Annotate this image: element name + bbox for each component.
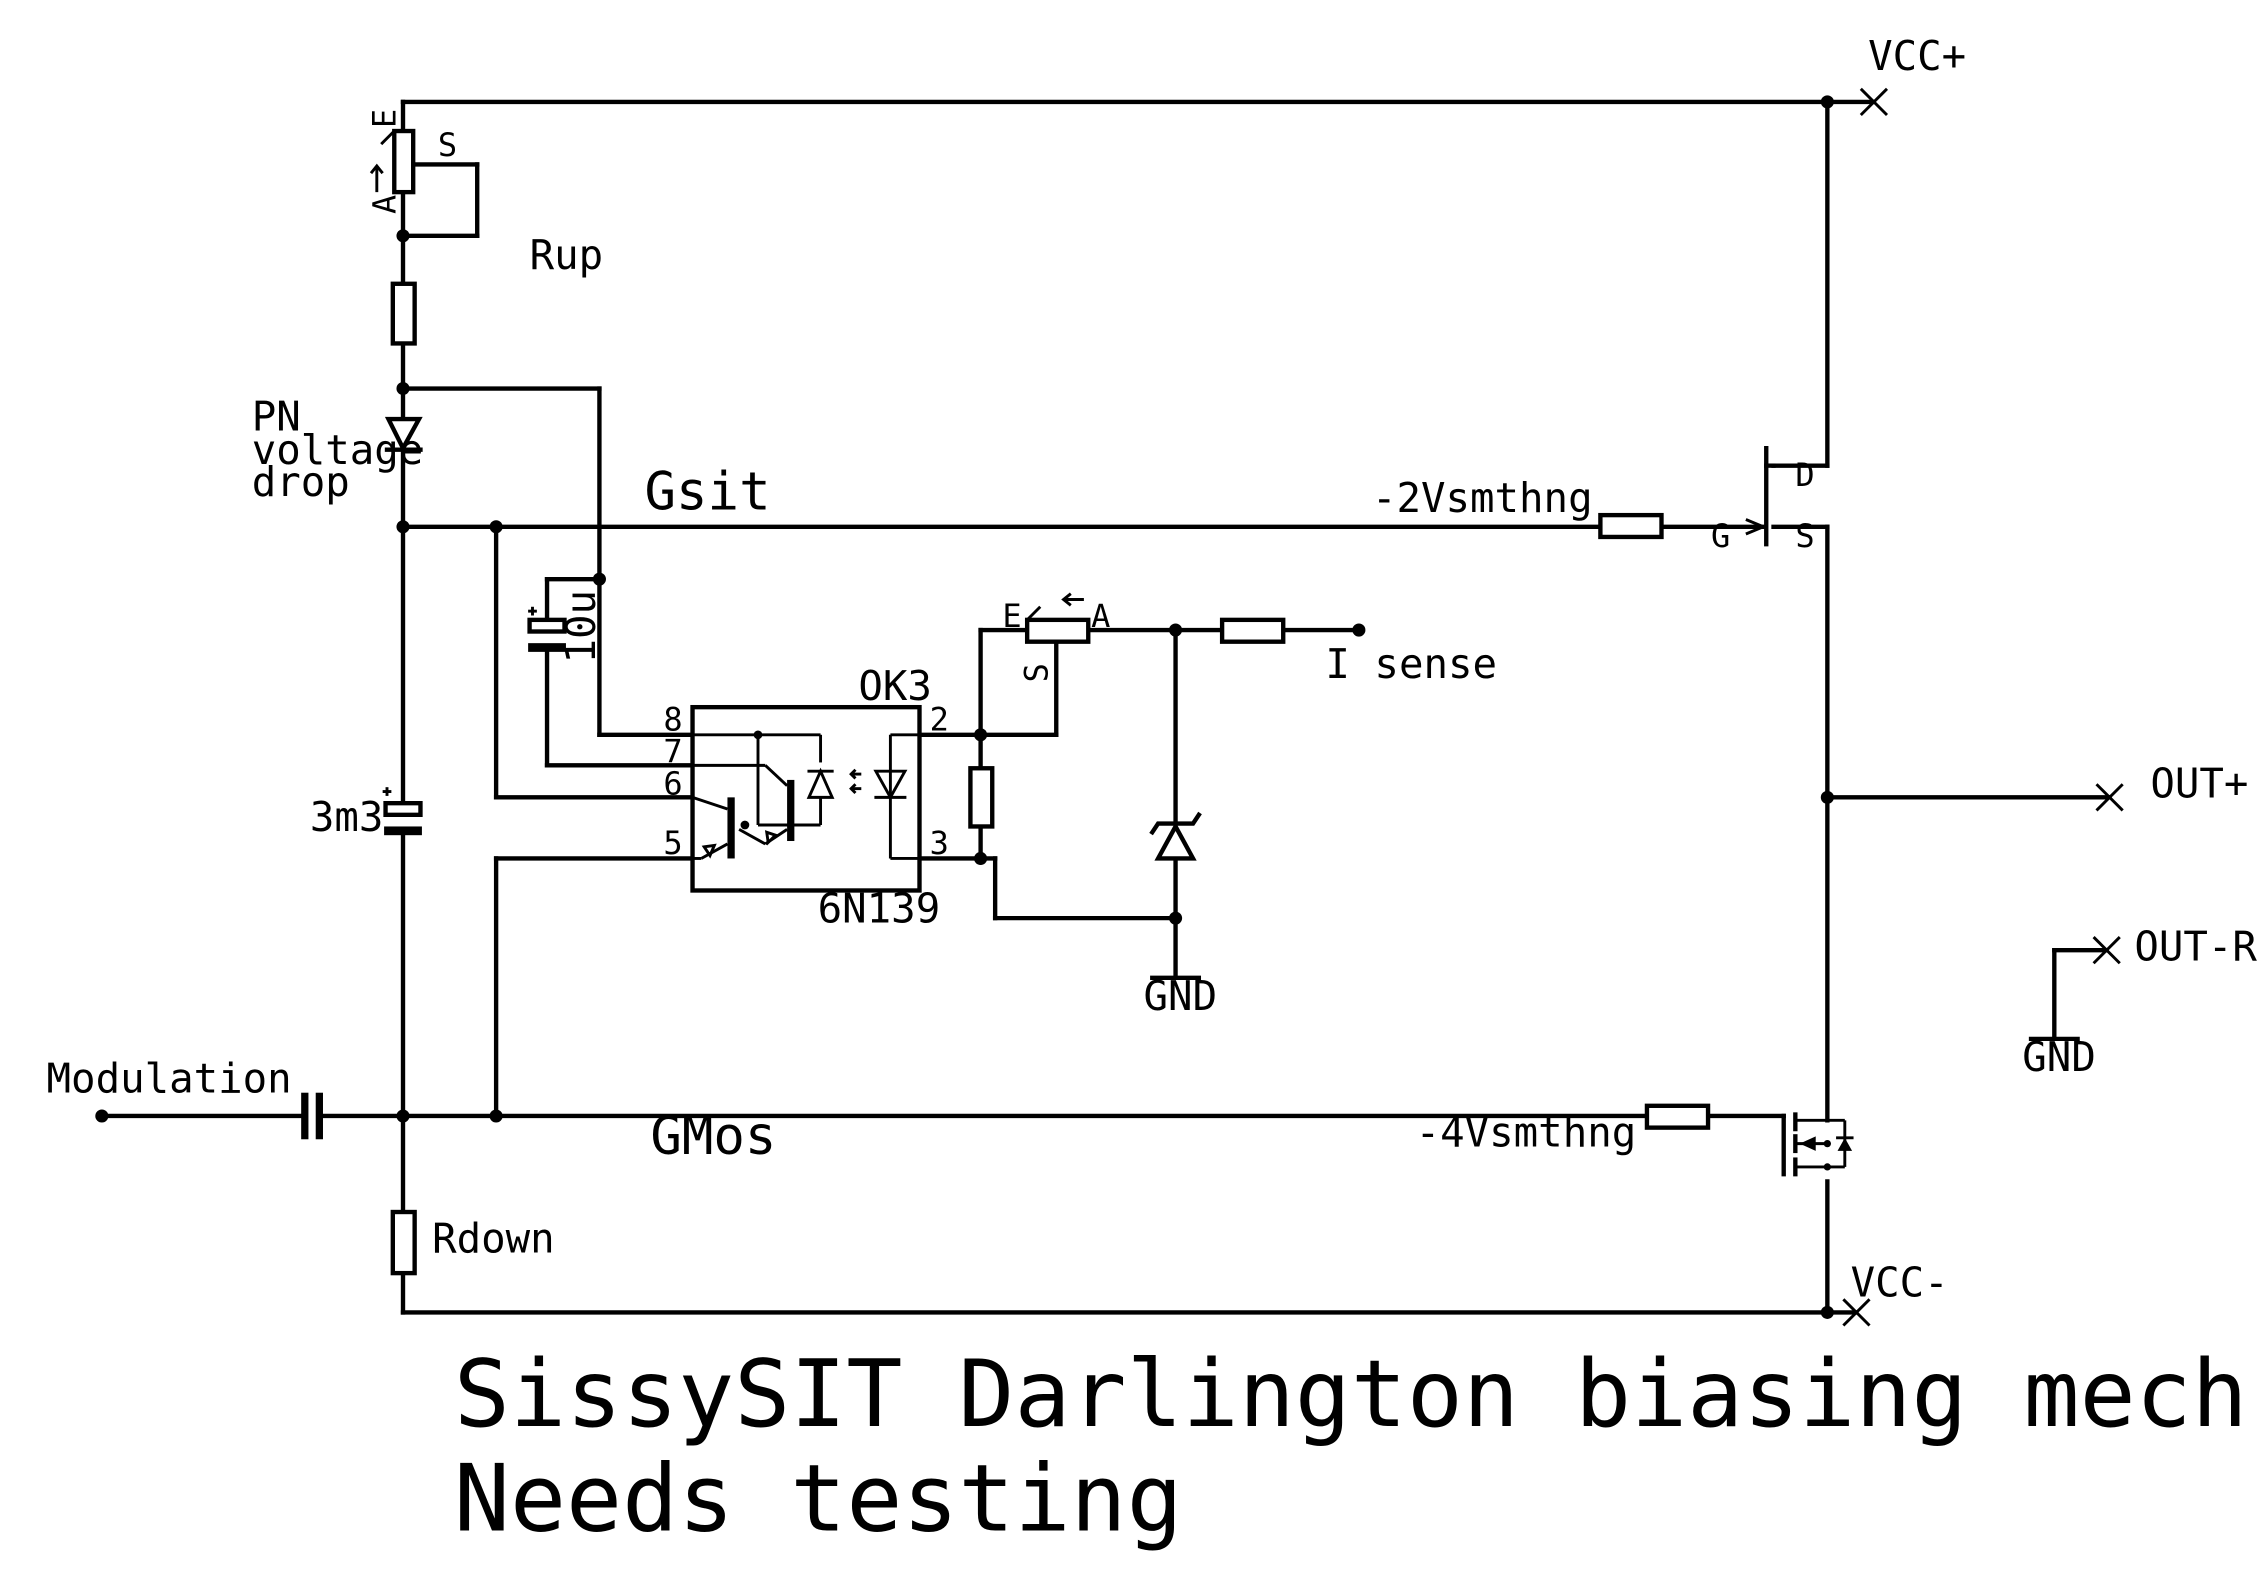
pot1-a-label: A bbox=[366, 195, 404, 214]
wires bbox=[99, 99, 2112, 1315]
sit-d-label: D bbox=[1795, 456, 1814, 494]
pin5-label: 5 bbox=[663, 824, 682, 862]
led-resistor bbox=[968, 766, 995, 829]
pin7-label: 7 bbox=[663, 732, 682, 770]
out-r-label: OUT-R bbox=[2134, 922, 2257, 970]
gsit-net-label: Gsit bbox=[645, 461, 771, 522]
cap-10u bbox=[527, 606, 567, 652]
title-block: SissySIT Darlington biasing mech. Needs … bbox=[454, 1340, 2258, 1553]
pn-label-line1: PN bbox=[252, 393, 301, 441]
sit-s-label: S bbox=[1795, 517, 1814, 555]
terminal-crosses bbox=[1825, 87, 2124, 1327]
pot2-a-label: A bbox=[1091, 597, 1110, 635]
pin3-label: 3 bbox=[930, 824, 949, 862]
pot2-s-label: S bbox=[1018, 663, 1056, 682]
pn-label-line3: drop bbox=[252, 458, 350, 506]
sit-g-label: G bbox=[1711, 517, 1730, 555]
pin2-label: 2 bbox=[930, 700, 949, 738]
out-plus-label: OUT+ bbox=[2150, 759, 2248, 807]
mosfet-transistor bbox=[1781, 1112, 1854, 1177]
resistors bbox=[390, 281, 1711, 1276]
out-r-terminal bbox=[2092, 936, 2121, 965]
gmos-gate-resistor bbox=[1644, 1103, 1711, 1130]
gsit-gate-resistor bbox=[1598, 512, 1664, 540]
rdown-resistor bbox=[390, 1209, 417, 1276]
ground-symbols bbox=[1150, 975, 2080, 1042]
title-line-1: SissySIT Darlington biasing mech. bbox=[454, 1340, 2258, 1448]
rdown-label: Rdown bbox=[432, 1215, 555, 1263]
sit-transistor bbox=[1745, 446, 1776, 547]
rup-resistor bbox=[390, 281, 417, 346]
gnd-right-label: GND bbox=[2022, 1033, 2096, 1081]
cap-10u-label: 10u bbox=[557, 590, 605, 664]
vcc-minus-label: VCC- bbox=[1851, 1258, 1949, 1306]
pn-diode bbox=[384, 416, 423, 453]
labels: VCC+ VCC- OUT+ OUT-R GND GND Rup Rdown P… bbox=[47, 32, 2258, 1306]
out-plus-terminal bbox=[2095, 783, 2124, 812]
vcc-plus-terminal bbox=[1825, 87, 1889, 117]
cap-3m3-label: 3m3 bbox=[310, 793, 384, 841]
gmos-net-label: GMos bbox=[650, 1106, 776, 1167]
isense-potentiometer bbox=[1024, 592, 1091, 644]
modulation-cap bbox=[301, 1092, 323, 1140]
cap-3m3 bbox=[382, 787, 423, 836]
vcc-minus-terminal bbox=[1825, 1298, 1871, 1327]
pin6-label: 6 bbox=[663, 764, 682, 802]
i-sense-label: I sense bbox=[1325, 640, 1497, 688]
v-neg2-label: -2Vsmthng bbox=[1372, 474, 1593, 522]
ok3-label: OK3 bbox=[858, 662, 932, 710]
pot1-e-label: E bbox=[366, 109, 404, 128]
title-line-2: Needs testing bbox=[454, 1445, 1183, 1553]
rup-label: Rup bbox=[530, 231, 604, 279]
zener-diode bbox=[1149, 811, 1202, 861]
rup-potentiometer bbox=[369, 128, 416, 195]
v-neg4-label: -4Vsmthng bbox=[1416, 1109, 1637, 1157]
pot2-e-label: E bbox=[1002, 597, 1021, 635]
pn-label-line2: voltage bbox=[252, 426, 424, 474]
pot1-s-label: S bbox=[438, 126, 457, 164]
junction-dots bbox=[95, 95, 1834, 1319]
vcc-plus-label: VCC+ bbox=[1868, 32, 1966, 80]
pin8-label: 8 bbox=[663, 700, 682, 738]
gnd-mid-label: GND bbox=[1144, 972, 1218, 1020]
optocoupler-6n139 bbox=[690, 704, 922, 893]
part-6n139-label: 6N139 bbox=[818, 884, 941, 932]
isense-resistor bbox=[1219, 617, 1286, 644]
modulation-label: Modulation bbox=[47, 1055, 292, 1103]
